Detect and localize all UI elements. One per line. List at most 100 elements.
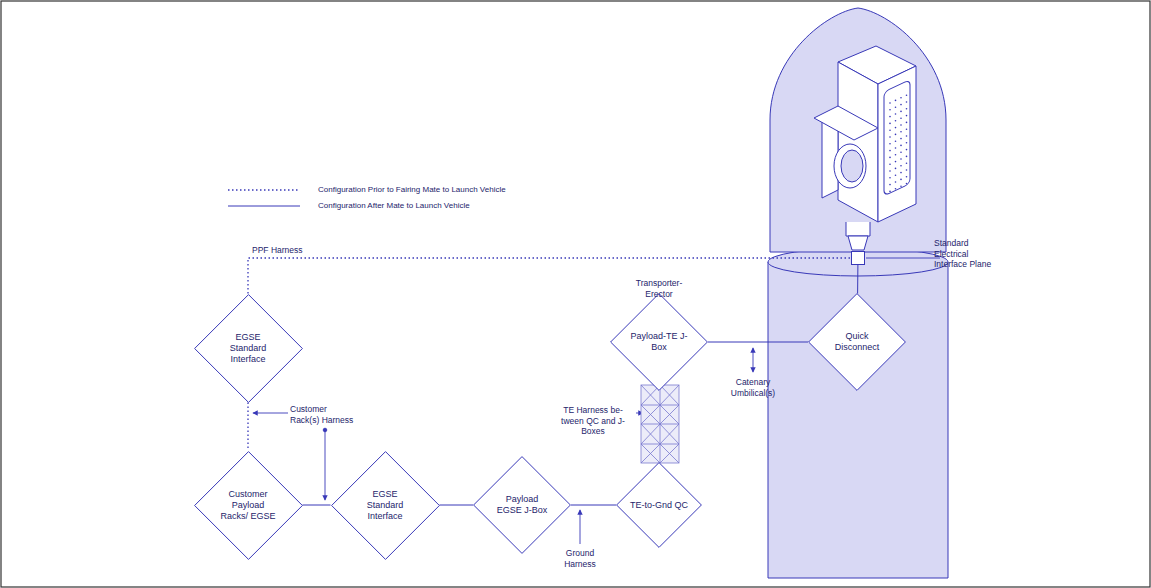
solar-cell	[895, 106, 897, 108]
solar-cell	[906, 176, 908, 178]
solar-cell	[906, 128, 908, 130]
solar-cell	[900, 165, 902, 167]
adapter	[846, 222, 870, 236]
solar-cell	[895, 100, 897, 102]
solar-cells	[889, 94, 907, 192]
solar-cell	[889, 184, 891, 186]
harness-label: PPF Harness	[250, 245, 305, 256]
adapter-cone	[848, 236, 868, 250]
decision-diamond: EGSE Standard Interface	[331, 451, 440, 560]
solar-cell	[895, 147, 897, 149]
interface-box: Standard Electrical Interface Plane	[851, 251, 865, 265]
solar-cell	[900, 185, 902, 187]
callout-label: Customer Rack(s) Harness	[290, 404, 358, 425]
harness-dotted	[247, 403, 248, 451]
solar-cell	[889, 116, 891, 118]
callout-label: Transporter- Erector	[628, 278, 690, 299]
callout-label: TE Harness be- tween QC and J-Boxes	[552, 405, 634, 437]
solar-cell	[906, 101, 908, 103]
solar-cell	[900, 97, 902, 99]
node-text: EGSE Standard Interface	[355, 489, 415, 522]
diamond-shape	[617, 463, 702, 548]
solar-cell	[900, 124, 902, 126]
node-text: Customer Payload Racks/ EGSE	[218, 489, 278, 522]
leader-arrow	[580, 510, 581, 544]
diamond-shape	[474, 457, 571, 554]
node-text: EGSE Standard Interface	[218, 332, 278, 365]
node-text: Payload-TE J-Box	[629, 331, 689, 353]
diamond-shape	[194, 451, 302, 559]
harness-dotted	[248, 258, 851, 294]
solar-cell	[906, 149, 908, 151]
callout-label: Catenary Umbilical(s)	[721, 377, 785, 398]
satellite-side	[878, 66, 916, 222]
interface-label: Standard Electrical Interface Plane	[934, 238, 992, 270]
satellite-bus-top	[814, 106, 878, 140]
solar-cell	[895, 120, 897, 122]
legend-text: Configuration After Mate to Launch Vehic…	[318, 201, 470, 211]
solar-cell	[895, 174, 897, 176]
solar-cell	[889, 150, 891, 152]
solar-cell	[900, 145, 902, 147]
tower-lattice	[641, 385, 679, 463]
solar-cell	[889, 123, 891, 125]
solar-cell	[889, 143, 891, 145]
diamond-shape	[809, 294, 906, 391]
satellite-lens-inner	[841, 150, 863, 182]
tower-outline	[641, 385, 679, 463]
fairing	[770, 8, 946, 252]
leader-arrow	[253, 413, 288, 414]
solar-panel	[884, 80, 910, 196]
solar-cell	[906, 162, 908, 164]
solar-cell	[906, 94, 908, 96]
solar-cell	[889, 129, 891, 131]
leader-arrow	[753, 348, 754, 372]
diamond-shape	[611, 294, 708, 391]
solar-cell	[906, 142, 908, 144]
solar-cell	[906, 122, 908, 124]
node-text: Quick Disconnect	[827, 331, 887, 353]
diamond-shape	[331, 451, 439, 559]
solar-cell	[895, 140, 897, 142]
leader-dot	[323, 428, 327, 432]
solar-cell	[889, 102, 891, 104]
solar-cell	[889, 163, 891, 165]
legend-line-sample	[228, 206, 300, 207]
decision-diamond: EGSE Standard Interface	[194, 294, 303, 403]
solar-cell	[900, 131, 902, 133]
decision-diamond: TE-to-Gnd QC	[616, 462, 702, 548]
node-text: Payload EGSE J-Box	[492, 494, 552, 516]
solar-cell	[889, 109, 891, 111]
solar-cell	[900, 138, 902, 140]
diamond-shape	[194, 294, 302, 402]
solar-cell	[889, 170, 891, 172]
leader-line	[866, 258, 940, 259]
harness-line	[708, 342, 808, 343]
harness-line	[571, 505, 616, 506]
solar-cell	[895, 134, 897, 136]
solar-cell	[900, 117, 902, 119]
decision-diamond: Payload-TE J-Box	[610, 293, 708, 391]
leader-arrow	[325, 430, 326, 500]
rocket-body	[768, 262, 948, 578]
decision-diamond: Payload EGSE J-Box	[473, 456, 571, 554]
satellite-front	[838, 62, 878, 222]
solar-cell	[906, 135, 908, 137]
callout-label: Ground Harness	[550, 548, 610, 569]
solar-cell	[900, 111, 902, 113]
solar-cell	[900, 151, 902, 153]
solar-cell	[895, 113, 897, 115]
solar-cell	[900, 179, 902, 181]
decision-diamond: Customer Payload Racks/ EGSE	[194, 451, 303, 560]
solar-cell	[906, 115, 908, 117]
solar-cell	[895, 181, 897, 183]
solar-cell	[900, 104, 902, 106]
solar-cell	[900, 172, 902, 174]
solar-cell	[895, 161, 897, 163]
